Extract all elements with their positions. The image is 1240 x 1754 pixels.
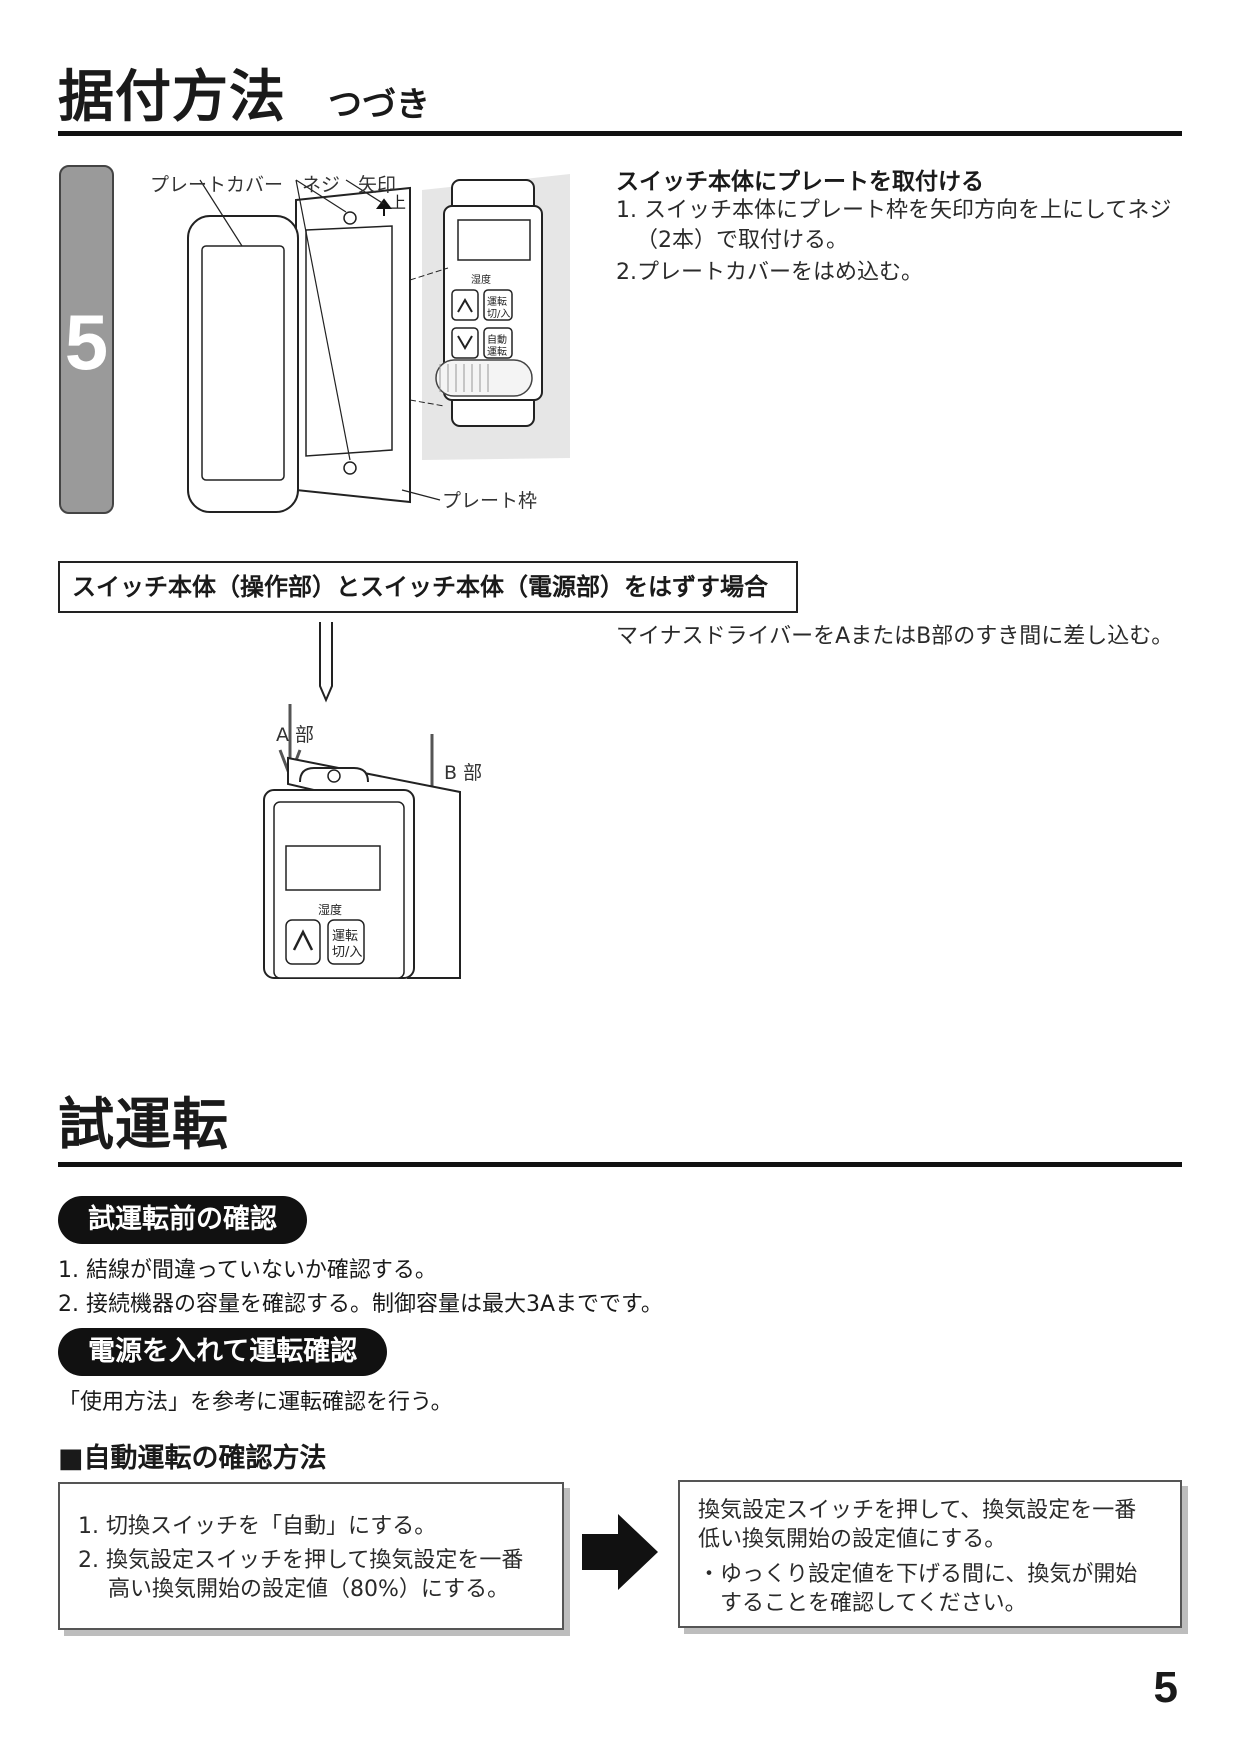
label-part-a: A 部: [276, 724, 315, 746]
left-box-line-1: 1. 切換スイッチを「自動」にする。: [78, 1514, 437, 1539]
removal-label-run-2: 切/入: [332, 945, 362, 960]
plate-install-heading: スイッチ本体にプレートを取付ける: [616, 169, 984, 195]
power-check-text: 「使用方法」を参考に運転確認を行う。: [58, 1390, 453, 1415]
section-title-test-run: 試運転: [58, 1093, 229, 1158]
page-number: 5: [1153, 1663, 1178, 1712]
label-plate-frame: プレート枠: [442, 490, 538, 512]
auto-check-left-box: 1. 切換スイッチを「自動」にする。 2. 換気設定スイッチを押して換気設定を一…: [58, 1482, 564, 1630]
section-rule-2: [58, 1162, 1182, 1167]
right-box-bullet-1: ・ゆっくり設定値を下げる間に、換気が開始: [698, 1562, 1138, 1587]
arrow-right-icon: [582, 1514, 658, 1590]
label-arrow-mark: 矢印: [358, 174, 397, 196]
power-check-pill: 電源を入れて運転確認: [58, 1328, 388, 1376]
pre-check-item-2: 2. 接続機器の容量を確認する。制御容量は最大3Aまでです。: [58, 1292, 663, 1317]
removal-heading-box: スイッチ本体（操作部）とスイッチ本体（電源部）をはずす場合: [58, 561, 798, 613]
label-plate-cover: プレートカバー: [150, 174, 284, 196]
diagram-label-run-2: 切/入: [487, 308, 510, 320]
step-tab: 5: [59, 165, 114, 514]
label-part-b: B 部: [444, 762, 483, 784]
right-box-bullet-1-cont: することを確認してください。: [720, 1591, 1027, 1616]
right-box-line-2: 低い換気開始の設定値にする。: [698, 1527, 1007, 1552]
diagram-label-humidity: 湿度: [471, 273, 491, 286]
diagram-label-auto-2: 運転: [487, 346, 507, 358]
section-title-installation: 据付方法: [58, 65, 286, 130]
plate-install-step-1: 1. スイッチ本体にプレート枠を矢印方向を上にしてネジ: [616, 198, 1172, 223]
right-box-line-1: 換気設定スイッチを押して、換気設定を一番: [698, 1498, 1137, 1523]
plate-install-step-1-cont: （2本）で取付ける。: [636, 228, 848, 253]
removal-label-run-1: 運転: [332, 929, 358, 944]
pre-check-pill: 試運転前の確認: [58, 1196, 307, 1244]
removal-label-humidity: 湿度: [318, 902, 342, 917]
diagram-label-run-1: 運転: [487, 296, 507, 308]
section-rule: [58, 131, 1182, 136]
diagram-label-up: 上: [390, 193, 406, 212]
removal-diagram: 湿度 運転 切/入: [263, 622, 461, 979]
left-box-line-2: 2. 換気設定スイッチを押して換気設定を一番: [78, 1548, 524, 1573]
removal-instruction: マイナスドライバーをAまたはB部のすき間に差し込む。: [616, 624, 1174, 649]
label-screw: ネジ: [302, 174, 341, 196]
diagram-label-auto-1: 自動: [487, 333, 507, 346]
section-subtitle-continued: つづき: [328, 85, 430, 125]
auto-check-right-box: 換気設定スイッチを押して、換気設定を一番 低い換気開始の設定値にする。 ・ゆっく…: [678, 1480, 1182, 1628]
plate-install-diagram: 湿度 運転 切/入 自動 運転 上: [187, 174, 570, 513]
left-box-line-3: 高い換気開始の設定値（80%）にする。: [108, 1577, 510, 1602]
step-number: 5: [64, 298, 109, 386]
pre-check-item-1: 1. 結線が間違っていないか確認する。: [58, 1258, 437, 1283]
plate-install-step-2: 2.プレートカバーをはめ込む。: [616, 260, 923, 285]
auto-check-heading: ■自動運転の確認方法: [58, 1443, 327, 1474]
